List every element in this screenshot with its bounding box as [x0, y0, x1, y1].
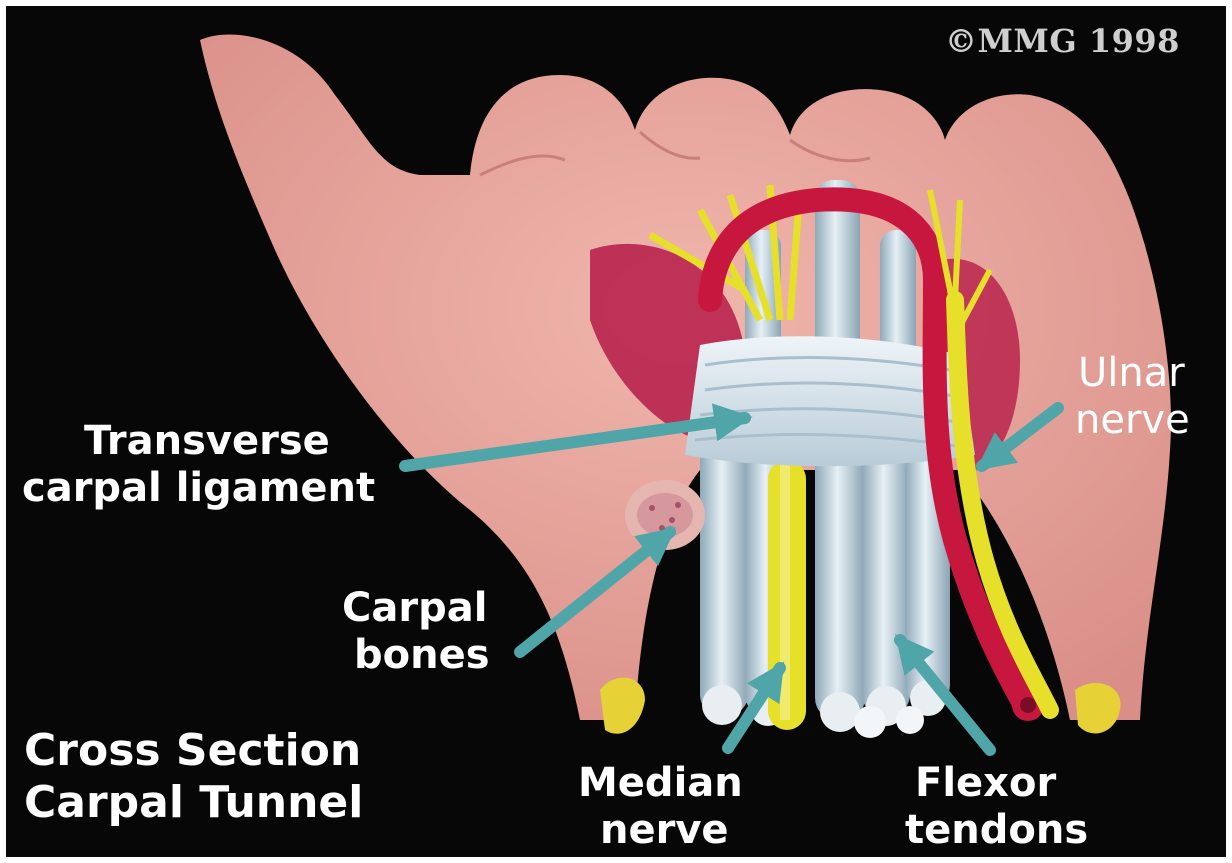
label-transverse-line2: carpal ligament — [22, 465, 375, 512]
copyright-notice: ©MMG 1998 — [945, 22, 1180, 60]
label-flexor-line2: tendons — [905, 807, 1088, 854]
title-line1: Cross Section — [24, 725, 363, 777]
title-line2: Carpal Tunnel — [24, 777, 363, 829]
label-carpal-line2: bones — [342, 632, 490, 679]
label-median-line2: nerve — [578, 807, 743, 854]
label-carpal-line1: Carpal — [342, 585, 490, 632]
label-transverse-line1: Transverse — [22, 418, 375, 465]
diagram-title: Cross Section Carpal Tunnel — [24, 725, 363, 829]
label-ulnar-line1: Ulnar — [1075, 350, 1190, 397]
label-ulnar-line2: nerve — [1075, 397, 1190, 444]
label-median-line1: Median — [578, 760, 743, 807]
label-median-nerve: Median nerve — [578, 760, 743, 854]
label-transverse-carpal-ligament: Transverse carpal ligament — [22, 418, 375, 512]
label-ulnar-nerve: Ulnar nerve — [1075, 350, 1190, 444]
label-flexor-line1: Flexor — [905, 760, 1088, 807]
label-carpal-bones: Carpal bones — [342, 585, 490, 679]
label-flexor-tendons: Flexor tendons — [905, 760, 1088, 854]
